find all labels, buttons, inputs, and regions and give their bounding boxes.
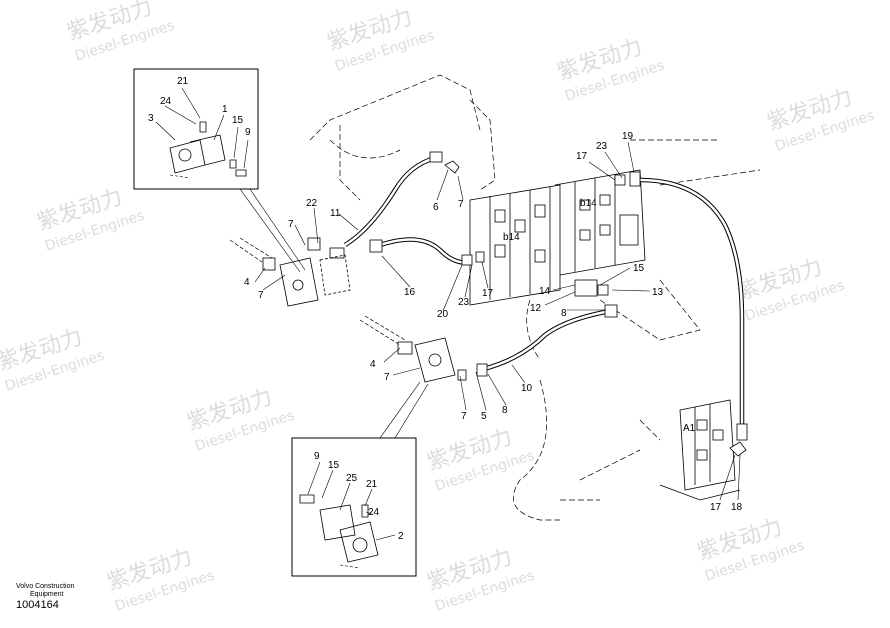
part-label: 9 xyxy=(245,127,251,138)
pipe-stubs xyxy=(229,237,406,346)
company-line-2: Equipment xyxy=(30,591,64,598)
part-label: 14 xyxy=(539,286,551,297)
part-label: 15 xyxy=(633,263,645,274)
part-label: 8 xyxy=(561,308,567,319)
part-label: 13 xyxy=(652,287,664,298)
machine-outline xyxy=(309,74,761,521)
part-label: 21 xyxy=(177,76,189,87)
watermark-layer: 紫发动力 Diesel-Engines 紫发动力 Diesel-Engines … xyxy=(0,0,876,615)
part-label: 2 xyxy=(398,531,404,542)
part-label: 11 xyxy=(330,208,341,219)
part-label: 7 xyxy=(461,411,467,422)
part-label: 24 xyxy=(160,96,172,107)
part-label: 10 xyxy=(521,383,533,394)
inset-bottom-leaders xyxy=(307,381,429,541)
part-label: 18 xyxy=(731,502,743,513)
company-name: Volvo Construction Equipment xyxy=(16,583,74,599)
part-label: 7 xyxy=(288,219,294,230)
part-label: 24 xyxy=(368,507,380,518)
part-label: 8 xyxy=(502,405,508,416)
part-label: 17 xyxy=(710,502,722,513)
port-label: b14 xyxy=(503,232,520,243)
part-label: 17 xyxy=(576,151,588,162)
part-label: 17 xyxy=(482,288,494,299)
detail-inset-bottom xyxy=(291,437,417,577)
part-label: 23 xyxy=(458,297,470,308)
part-labels: 21 24 1 3 15 9 9 15 25 21 24 2 22 11 7 4… xyxy=(148,76,743,542)
part-label: 3 xyxy=(148,113,154,124)
part-number: 1004164 xyxy=(16,599,59,611)
control-valve xyxy=(469,169,646,306)
brackets xyxy=(279,254,456,383)
part-label: 15 xyxy=(232,115,244,126)
part-label: 1 xyxy=(222,104,228,115)
part-label: 25 xyxy=(346,473,358,484)
part-label: 7 xyxy=(384,372,390,383)
hoses xyxy=(343,155,745,425)
part-label: 22 xyxy=(306,198,318,209)
part-label: 7 xyxy=(458,199,464,210)
inset-top-leaders xyxy=(155,87,306,273)
part-label: 12 xyxy=(530,303,542,314)
part-label: 21 xyxy=(366,479,378,490)
part-label: 4 xyxy=(244,277,250,288)
part-label: 15 xyxy=(328,460,340,471)
fittings xyxy=(262,151,748,457)
part-label: 20 xyxy=(437,309,449,320)
part-label: 6 xyxy=(433,202,439,213)
part-label: 23 xyxy=(596,141,608,152)
main-leaders xyxy=(254,141,741,501)
port-label: b14 xyxy=(580,198,597,209)
pilot-valve-block xyxy=(659,399,741,501)
port-label: A1 xyxy=(683,423,696,434)
part-label: 19 xyxy=(622,131,634,142)
detail-inset-top xyxy=(133,68,259,190)
part-label: 7 xyxy=(258,290,264,301)
part-label: 5 xyxy=(481,411,487,422)
part-label: 4 xyxy=(370,359,376,370)
part-label: 9 xyxy=(314,451,320,462)
company-line-1: Volvo Construction xyxy=(16,583,75,590)
part-label: 16 xyxy=(404,287,416,298)
